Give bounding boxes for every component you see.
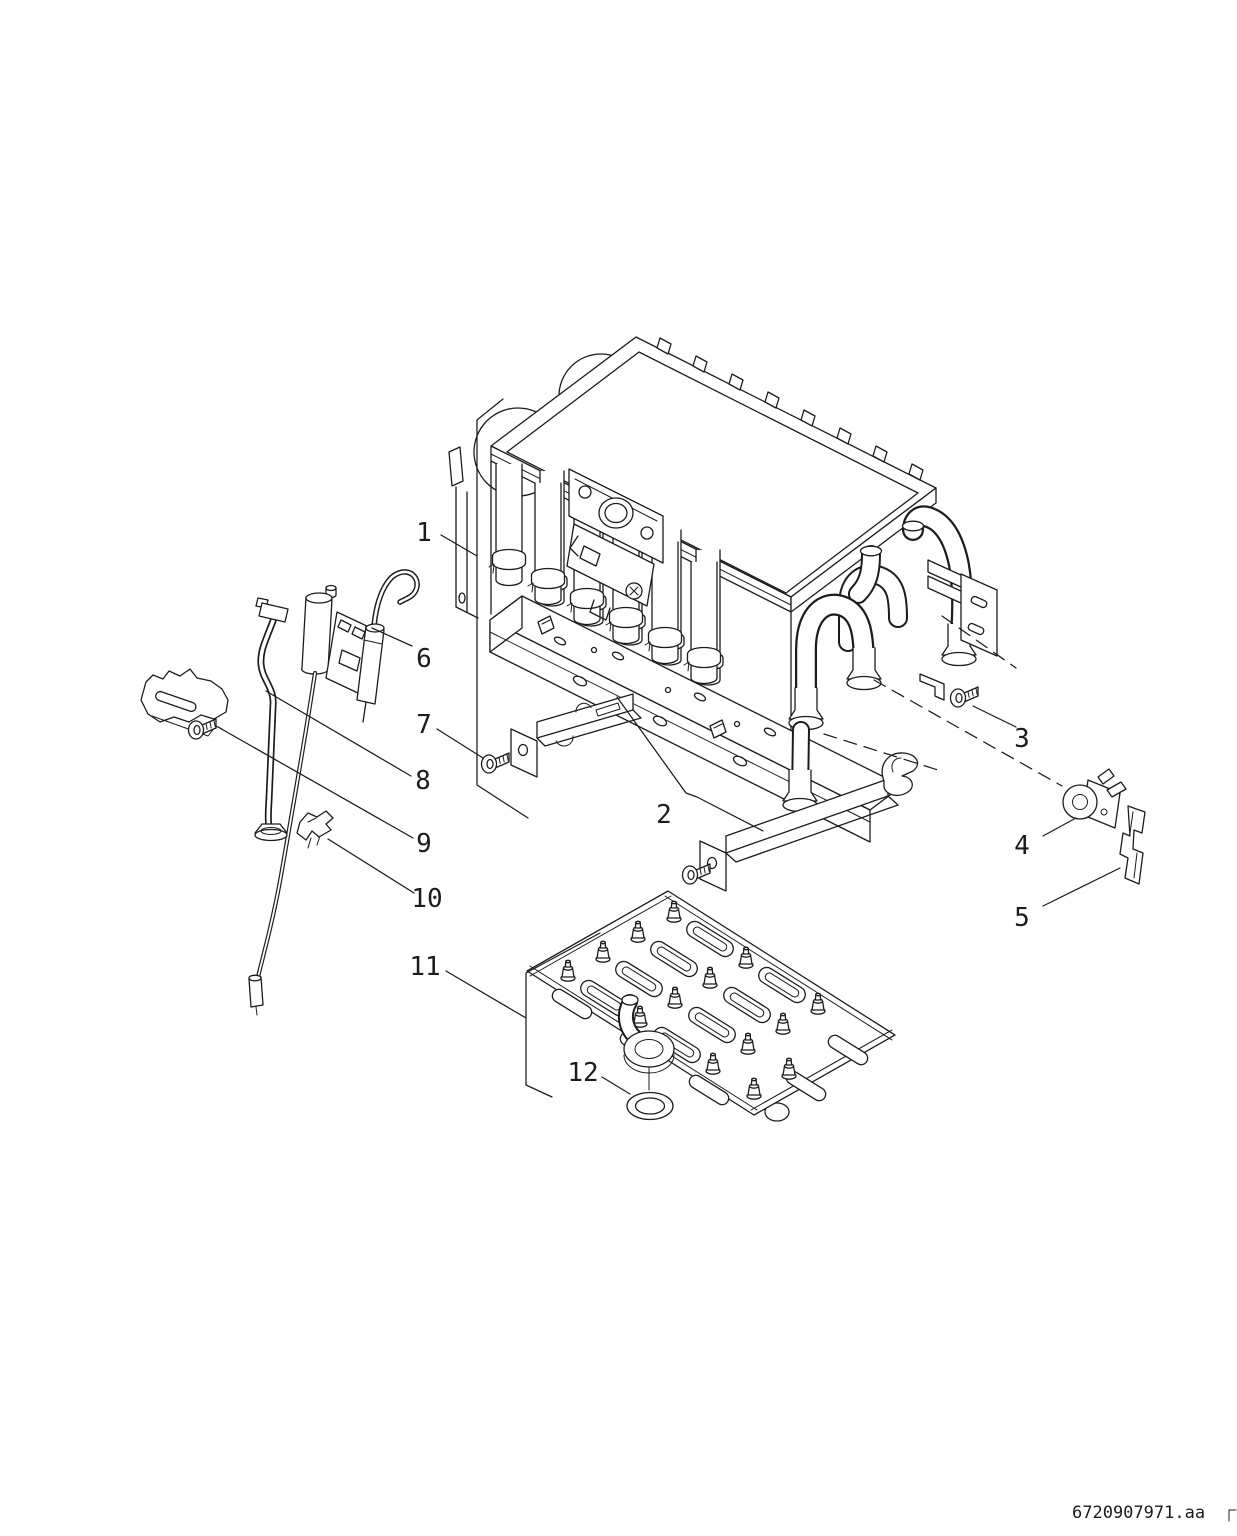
thermocouple — [248, 670, 318, 1016]
callout-12: 12 — [567, 1058, 631, 1095]
upper-mounting-rail — [510, 693, 642, 778]
sensor-tube-8 — [254, 597, 289, 842]
callout-9: 9 — [217, 726, 432, 859]
callout-3: 3 — [972, 705, 1030, 754]
callout-6: 6 — [371, 627, 432, 674]
document-code: 6720907971.aa — [1072, 1503, 1205, 1523]
burner-assembly-11 — [526, 890, 896, 1122]
pilot-bracket-9 — [140, 668, 229, 740]
rail-screw-7 — [480, 752, 510, 774]
side-mounting-bracket — [927, 559, 998, 657]
angle-bracket — [919, 673, 945, 701]
front-mounting-bracket — [568, 468, 664, 564]
callout-4: 4 — [1014, 817, 1077, 861]
callout-4-label: 4 — [1014, 831, 1030, 861]
fixing-screw-3 — [949, 686, 979, 708]
callout-7: 7 — [416, 710, 484, 759]
callout-11: 11 — [409, 932, 601, 1098]
callout-2-label: 2 — [656, 800, 672, 830]
callout-1: 1 — [416, 398, 529, 819]
limit-thermostat-4 — [1062, 768, 1127, 829]
venturi-flange — [617, 994, 675, 1091]
assembly-dashed-lines — [823, 615, 1063, 787]
gasket-o-ring-12 — [626, 1091, 674, 1121]
heat-exchanger-assembly — [448, 336, 998, 843]
callout-1-label: 1 — [416, 518, 432, 548]
left-hanger-tab — [448, 446, 464, 487]
rail-hook — [881, 752, 919, 796]
manifold-clamp — [566, 523, 655, 621]
callout-12-label: 12 — [567, 1058, 598, 1088]
lower-mounting-rail — [699, 752, 919, 892]
callout-5: 5 — [1014, 867, 1121, 933]
ignition-electrode-6 — [301, 569, 420, 723]
retaining-clip-5 — [1119, 805, 1146, 885]
callout-11-label: 11 — [409, 952, 440, 982]
callout-10: 10 — [327, 838, 443, 914]
callout-10-label: 10 — [411, 884, 442, 914]
left-frame-edge — [455, 460, 792, 753]
cropped-glyph-fragment — [1228, 1509, 1237, 1522]
cable-clip-10 — [296, 810, 334, 849]
callout-8-label: 8 — [415, 766, 431, 796]
callout-2: 2 — [616, 696, 764, 832]
callout-7-label: 7 — [416, 710, 432, 740]
callout-6-label: 6 — [416, 644, 432, 674]
callout-8: 8 — [265, 690, 431, 796]
callout-9-label: 9 — [416, 829, 432, 859]
callout-3-label: 3 — [1014, 724, 1030, 754]
callouts: 1 2 3 4 5 6 7 8 9 10 11 12 — [217, 398, 1121, 1098]
callout-5-label: 5 — [1014, 903, 1030, 933]
